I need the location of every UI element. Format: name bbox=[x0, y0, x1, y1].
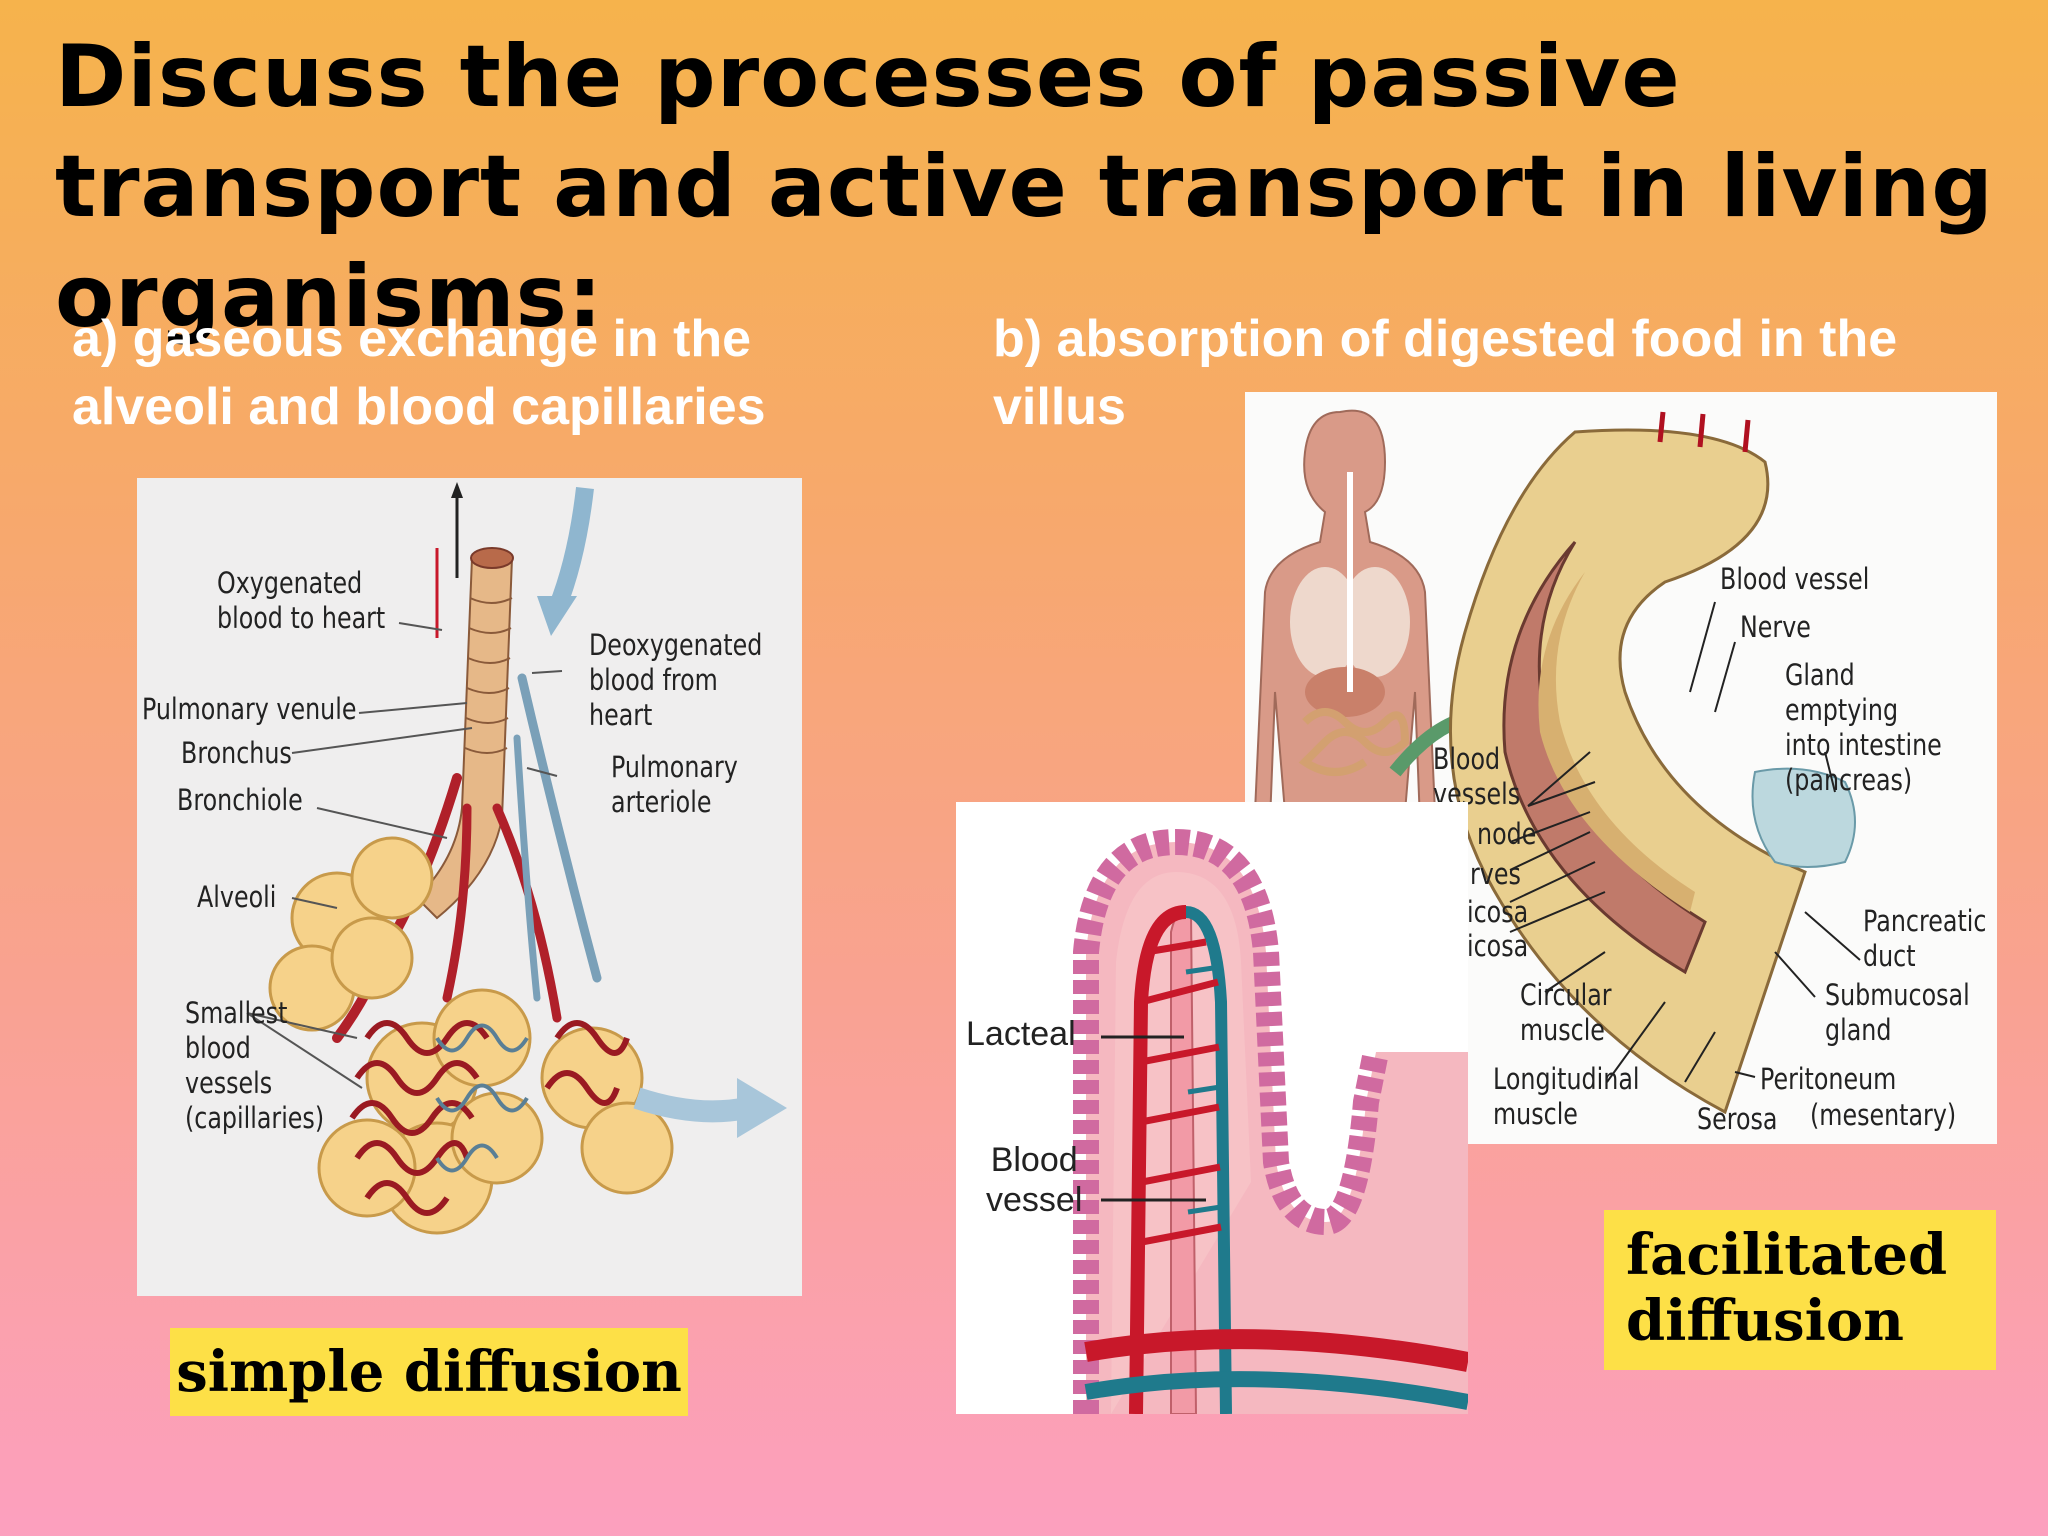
simple-diffusion-tag: simple diffusion bbox=[170, 1328, 688, 1416]
label-capillaries: Smallest blood vessels (capillaries) bbox=[185, 996, 325, 1135]
intestine-illustration bbox=[1253, 409, 1861, 1115]
slide-title: Discuss the processes of passive transpo… bbox=[55, 27, 1994, 347]
label-blood-vessel-villus: Blood vessel bbox=[986, 1141, 1083, 1219]
facilitated-diffusion-tag: facilitated diffusion bbox=[1604, 1210, 1996, 1370]
label-alveoli: Alveoli bbox=[197, 880, 277, 914]
label-submucosal-gland: Submucosal gland bbox=[1825, 978, 1970, 1047]
section-b-heading: b) absorption of digested food in the vi… bbox=[993, 310, 1898, 436]
villus-illustration bbox=[1073, 828, 1468, 1414]
label-deoxygenated-blood: Deoxygenated blood from heart bbox=[589, 628, 763, 732]
label-pulmonary-venule: Pulmonary venule bbox=[142, 692, 357, 726]
label-longitudinal-muscle: Longitudinal muscle bbox=[1493, 1062, 1640, 1131]
label-pancreatic-duct: Pancreatic duct bbox=[1863, 904, 1987, 973]
alveoli-diagram: Oxygenated blood to heart Deoxygenated b… bbox=[137, 478, 802, 1296]
label-gland-pancreas: Gland emptying into intestine (pancreas) bbox=[1785, 658, 1942, 797]
villus-diagram: Lacteal Blood vessel bbox=[956, 802, 1468, 1414]
label-mesentary: (mesentary) bbox=[1810, 1098, 1957, 1132]
label-bronchus: Bronchus bbox=[181, 736, 292, 770]
label-lacteal: Lacteal bbox=[966, 1015, 1076, 1053]
label-oxygenated-blood: Oxygenated blood to heart bbox=[217, 566, 386, 635]
label-serosa: Serosa bbox=[1697, 1102, 1778, 1136]
label-submucosa: icosa bbox=[1467, 929, 1529, 963]
label-blood-vessel-intestine: Blood vessel bbox=[1720, 562, 1870, 596]
label-peritoneum: Peritoneum bbox=[1760, 1062, 1897, 1096]
label-circular-muscle: Circular muscle bbox=[1520, 978, 1612, 1047]
label-node: node bbox=[1477, 817, 1537, 851]
alveoli-illustration bbox=[246, 482, 787, 1235]
label-nerve: Nerve bbox=[1740, 610, 1811, 644]
label-mucosa: icosa bbox=[1467, 895, 1529, 929]
label-pulmonary-arteriole: Pulmonary arteriole bbox=[611, 750, 738, 819]
label-nerves: rves bbox=[1470, 857, 1521, 891]
intestine-diagram: Blood vessel Nerve Gland emptying into i… bbox=[1245, 392, 1997, 1144]
label-bronchiole: Bronchiole bbox=[177, 783, 303, 817]
section-a-heading: a) gaseous exchange in the alveoli and b… bbox=[72, 310, 766, 436]
